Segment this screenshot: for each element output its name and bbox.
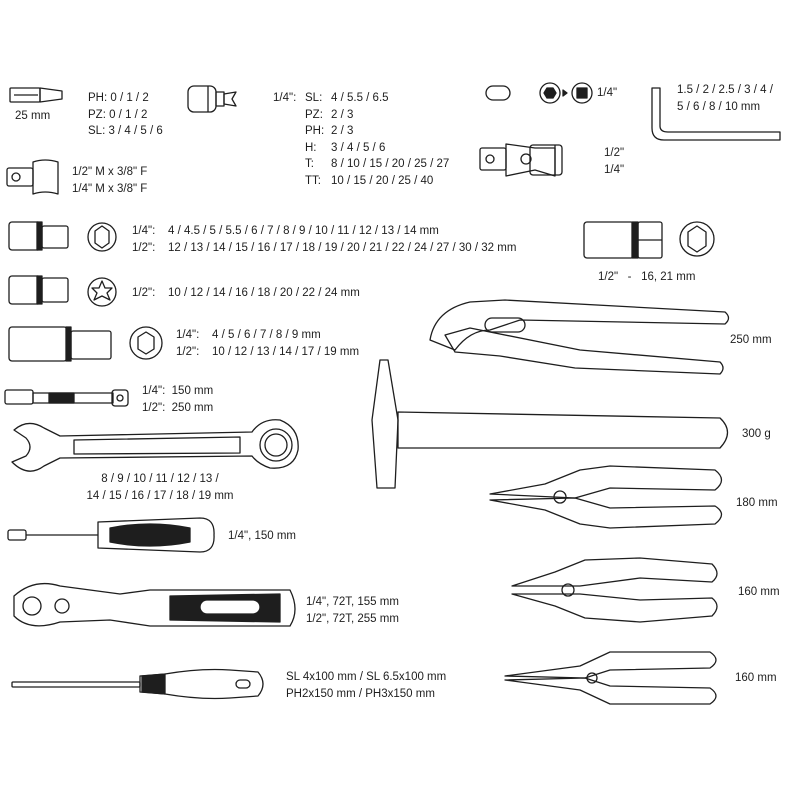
diagonal-cutters-size: 160 mm bbox=[738, 586, 780, 598]
hex-key-icon bbox=[651, 87, 781, 141]
screwdriver-icon bbox=[11, 668, 264, 700]
socket-adapter-icon bbox=[6, 159, 59, 195]
combination-pliers-size: 180 mm bbox=[736, 497, 778, 509]
spark-plug-socket-sizes: 1/2" - 16, 21 mm bbox=[598, 271, 696, 283]
water-pump-pliers-icon bbox=[429, 299, 730, 375]
water-pump-pliers-size: 250 mm bbox=[730, 334, 772, 346]
deep-socket-icon bbox=[8, 326, 163, 362]
combination-pliers-icon bbox=[489, 465, 723, 529]
wrench-sizes: 8 / 9 / 10 / 11 / 12 / 13 /14 / 15 / 16 … bbox=[86, 473, 234, 502]
bit-sizes: PH: 0 / 1 / 2 PZ: 0 / 1 / 2 SL: 3 / 4 / 5 … bbox=[88, 90, 163, 140]
long-nose-pliers-icon bbox=[504, 651, 717, 705]
spinner-handle-icon bbox=[7, 517, 215, 553]
hex-socket-icon bbox=[8, 221, 117, 252]
bit-size-line: SL: 3 / 4 / 5 / 6 bbox=[88, 125, 163, 137]
bit-size-line: PZ: 0 / 1 / 2 bbox=[88, 108, 148, 121]
bit-length: 25 mm bbox=[15, 110, 51, 122]
torx-socket-sizes: 1/2":10 / 12 / 14 / 16 / 18 / 20 / 22 / … bbox=[132, 287, 360, 299]
bit-socket-icon bbox=[187, 85, 237, 113]
spark-plug-socket-icon bbox=[583, 221, 715, 259]
long-nose-pliers-size: 160 mm bbox=[735, 672, 777, 684]
hammer-icon bbox=[371, 359, 729, 489]
bit-size-line: PH: 0 / 1 / 2 bbox=[88, 92, 149, 104]
ratchet-icon bbox=[13, 582, 296, 627]
hammer-weight: 300 g bbox=[742, 428, 771, 440]
extension-bar-icon bbox=[4, 389, 129, 407]
spinner-handle-size: 1/4", 150 mm bbox=[228, 530, 297, 542]
torx-socket-icon bbox=[8, 275, 117, 307]
bit-adapter-icon bbox=[485, 82, 593, 104]
combination-wrench-icon bbox=[11, 419, 299, 472]
hex-socket-sizes: 1/4":4 / 4.5 / 5 / 5.5 / 6 / 7 / 8 / 9 /… bbox=[132, 225, 517, 254]
bit-socket-drive: 1/4": bbox=[273, 92, 297, 104]
hex-key-sizes: 1.5 / 2 / 2.5 / 3 / 4 /5 / 6 / 8 / 10 mm bbox=[677, 84, 773, 113]
diagonal-cutters-icon bbox=[511, 557, 718, 623]
screwdriver-bit-icon bbox=[9, 87, 63, 103]
universal-joint-icon bbox=[479, 143, 563, 177]
universal-joint-sizes: 1/2"1/4" bbox=[604, 147, 625, 176]
bit-adapter-size: 1/4" bbox=[597, 87, 618, 99]
